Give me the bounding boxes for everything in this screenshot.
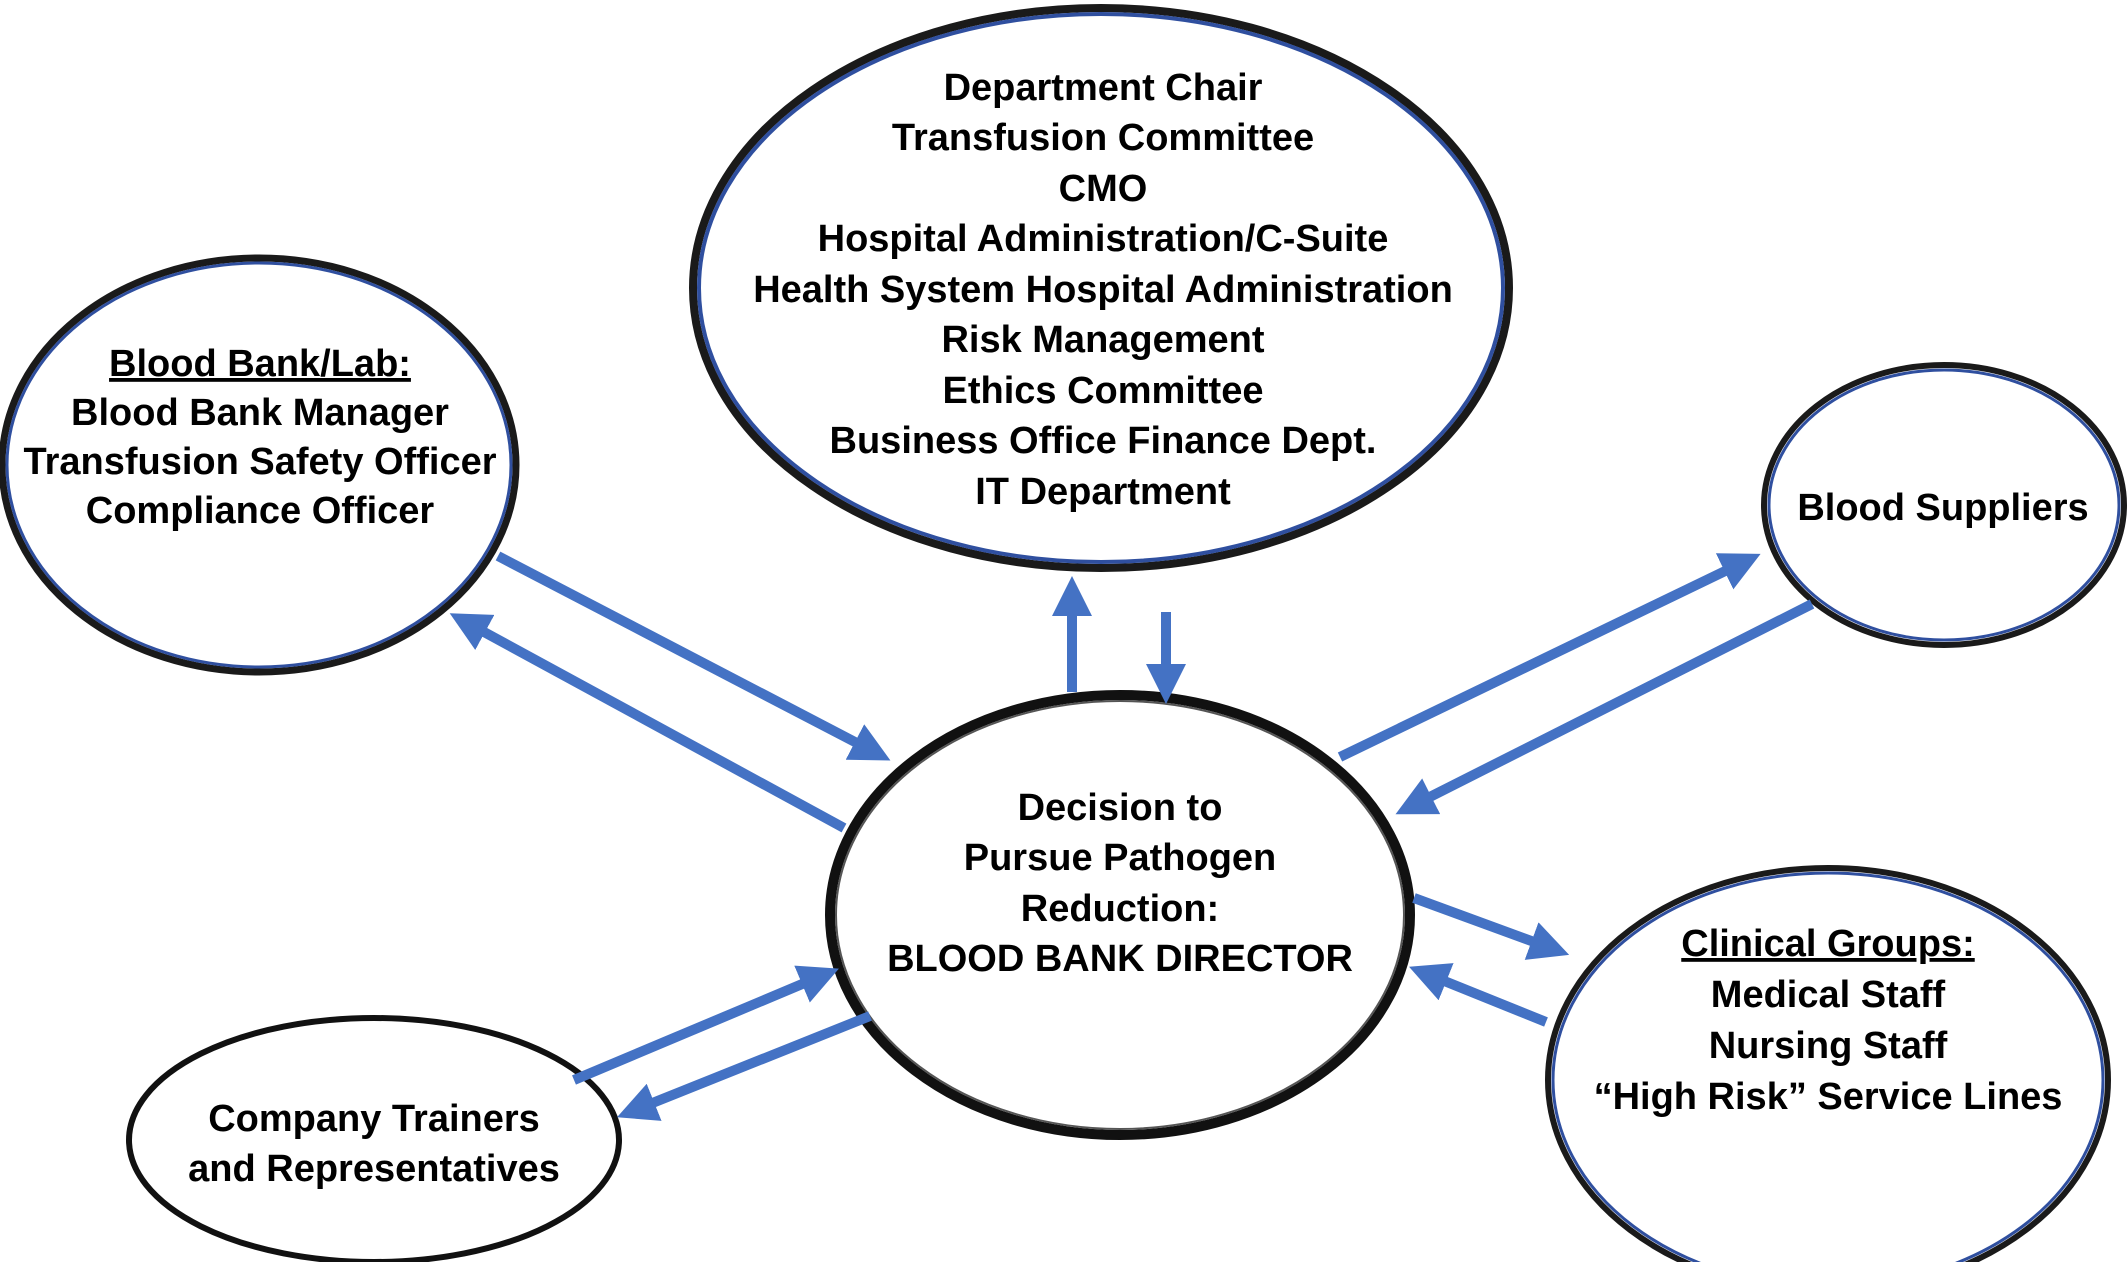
blood-bank-line-compliance: Compliance Officer: [86, 490, 435, 532]
top-line-business-office: Business Office Finance Dept.: [830, 420, 1377, 462]
clinical-heading: Clinical Groups:: [1681, 923, 1974, 965]
blood-bank-line-manager: Blood Bank Manager: [71, 392, 449, 434]
arrows: [449, 551, 1815, 1121]
arrow-center-to-suppliers: [1337, 553, 1761, 762]
arrow-center-to-bloodbank: [449, 613, 847, 833]
top-stakeholders-text: Department Chair Transfusion Committee C…: [753, 67, 1453, 513]
blood-suppliers-label: Blood Suppliers: [1797, 487, 2088, 529]
arrow-center-to-company: [617, 1011, 872, 1121]
clinical-groups-ellipse: [1545, 865, 2111, 1262]
top-line-hospital-administration: Hospital Administration/C-Suite: [818, 218, 1389, 260]
center-decision-text: Decision to Pursue Pathogen Reduction: B…: [887, 787, 1353, 980]
company-line-1: Company Trainers: [208, 1098, 540, 1140]
arrow-clinical-to-center: [1409, 963, 1548, 1027]
center-line-1: Decision to: [1018, 787, 1223, 829]
top-line-risk-management: Risk Management: [941, 319, 1264, 361]
center-decision-ellipse: [825, 690, 1415, 1140]
arrow-company-to-center: [572, 965, 839, 1085]
blood-bank-text: Blood Bank/Lab: Blood Bank Manager Trans…: [23, 343, 496, 532]
center-line-3: Reduction:: [1021, 888, 1219, 930]
company-line-2: and Representatives: [188, 1148, 560, 1190]
blood-bank-line-safety-officer: Transfusion Safety Officer: [23, 441, 496, 483]
top-stakeholders-ellipse: [689, 4, 1513, 572]
clinical-line-medical: Medical Staff: [1711, 974, 1946, 1016]
top-line-health-system: Health System Hospital Administration: [753, 269, 1453, 311]
top-line-transfusion-committee: Transfusion Committee: [892, 117, 1314, 159]
top-line-cmo: CMO: [1059, 168, 1148, 210]
top-line-department-chair: Department Chair: [944, 67, 1263, 109]
arrow-suppliers-to-center: [1395, 599, 1815, 815]
arrow-center-to-clinical: [1412, 893, 1570, 960]
center-line-2: Pursue Pathogen: [964, 837, 1277, 879]
company-trainers-ellipse: [126, 1015, 622, 1262]
top-line-ethics-committee: Ethics Committee: [943, 370, 1264, 412]
arrow-bloodbank-to-center: [495, 551, 891, 761]
blood-bank-ellipse: [0, 254, 520, 676]
blood-bank-heading: Blood Bank/Lab:: [109, 343, 411, 385]
clinical-line-high-risk: “High Risk” Service Lines: [1594, 1076, 2063, 1118]
company-trainers-text: Company Trainers and Representatives: [188, 1098, 560, 1190]
top-line-it-department: IT Department: [975, 471, 1231, 513]
center-line-4: BLOOD BANK DIRECTOR: [887, 938, 1353, 980]
clinical-line-nursing: Nursing Staff: [1709, 1025, 1948, 1067]
blood-suppliers-ellipse: [1761, 362, 2127, 648]
clinical-groups-text: Clinical Groups: Medical Staff Nursing S…: [1594, 923, 2063, 1118]
